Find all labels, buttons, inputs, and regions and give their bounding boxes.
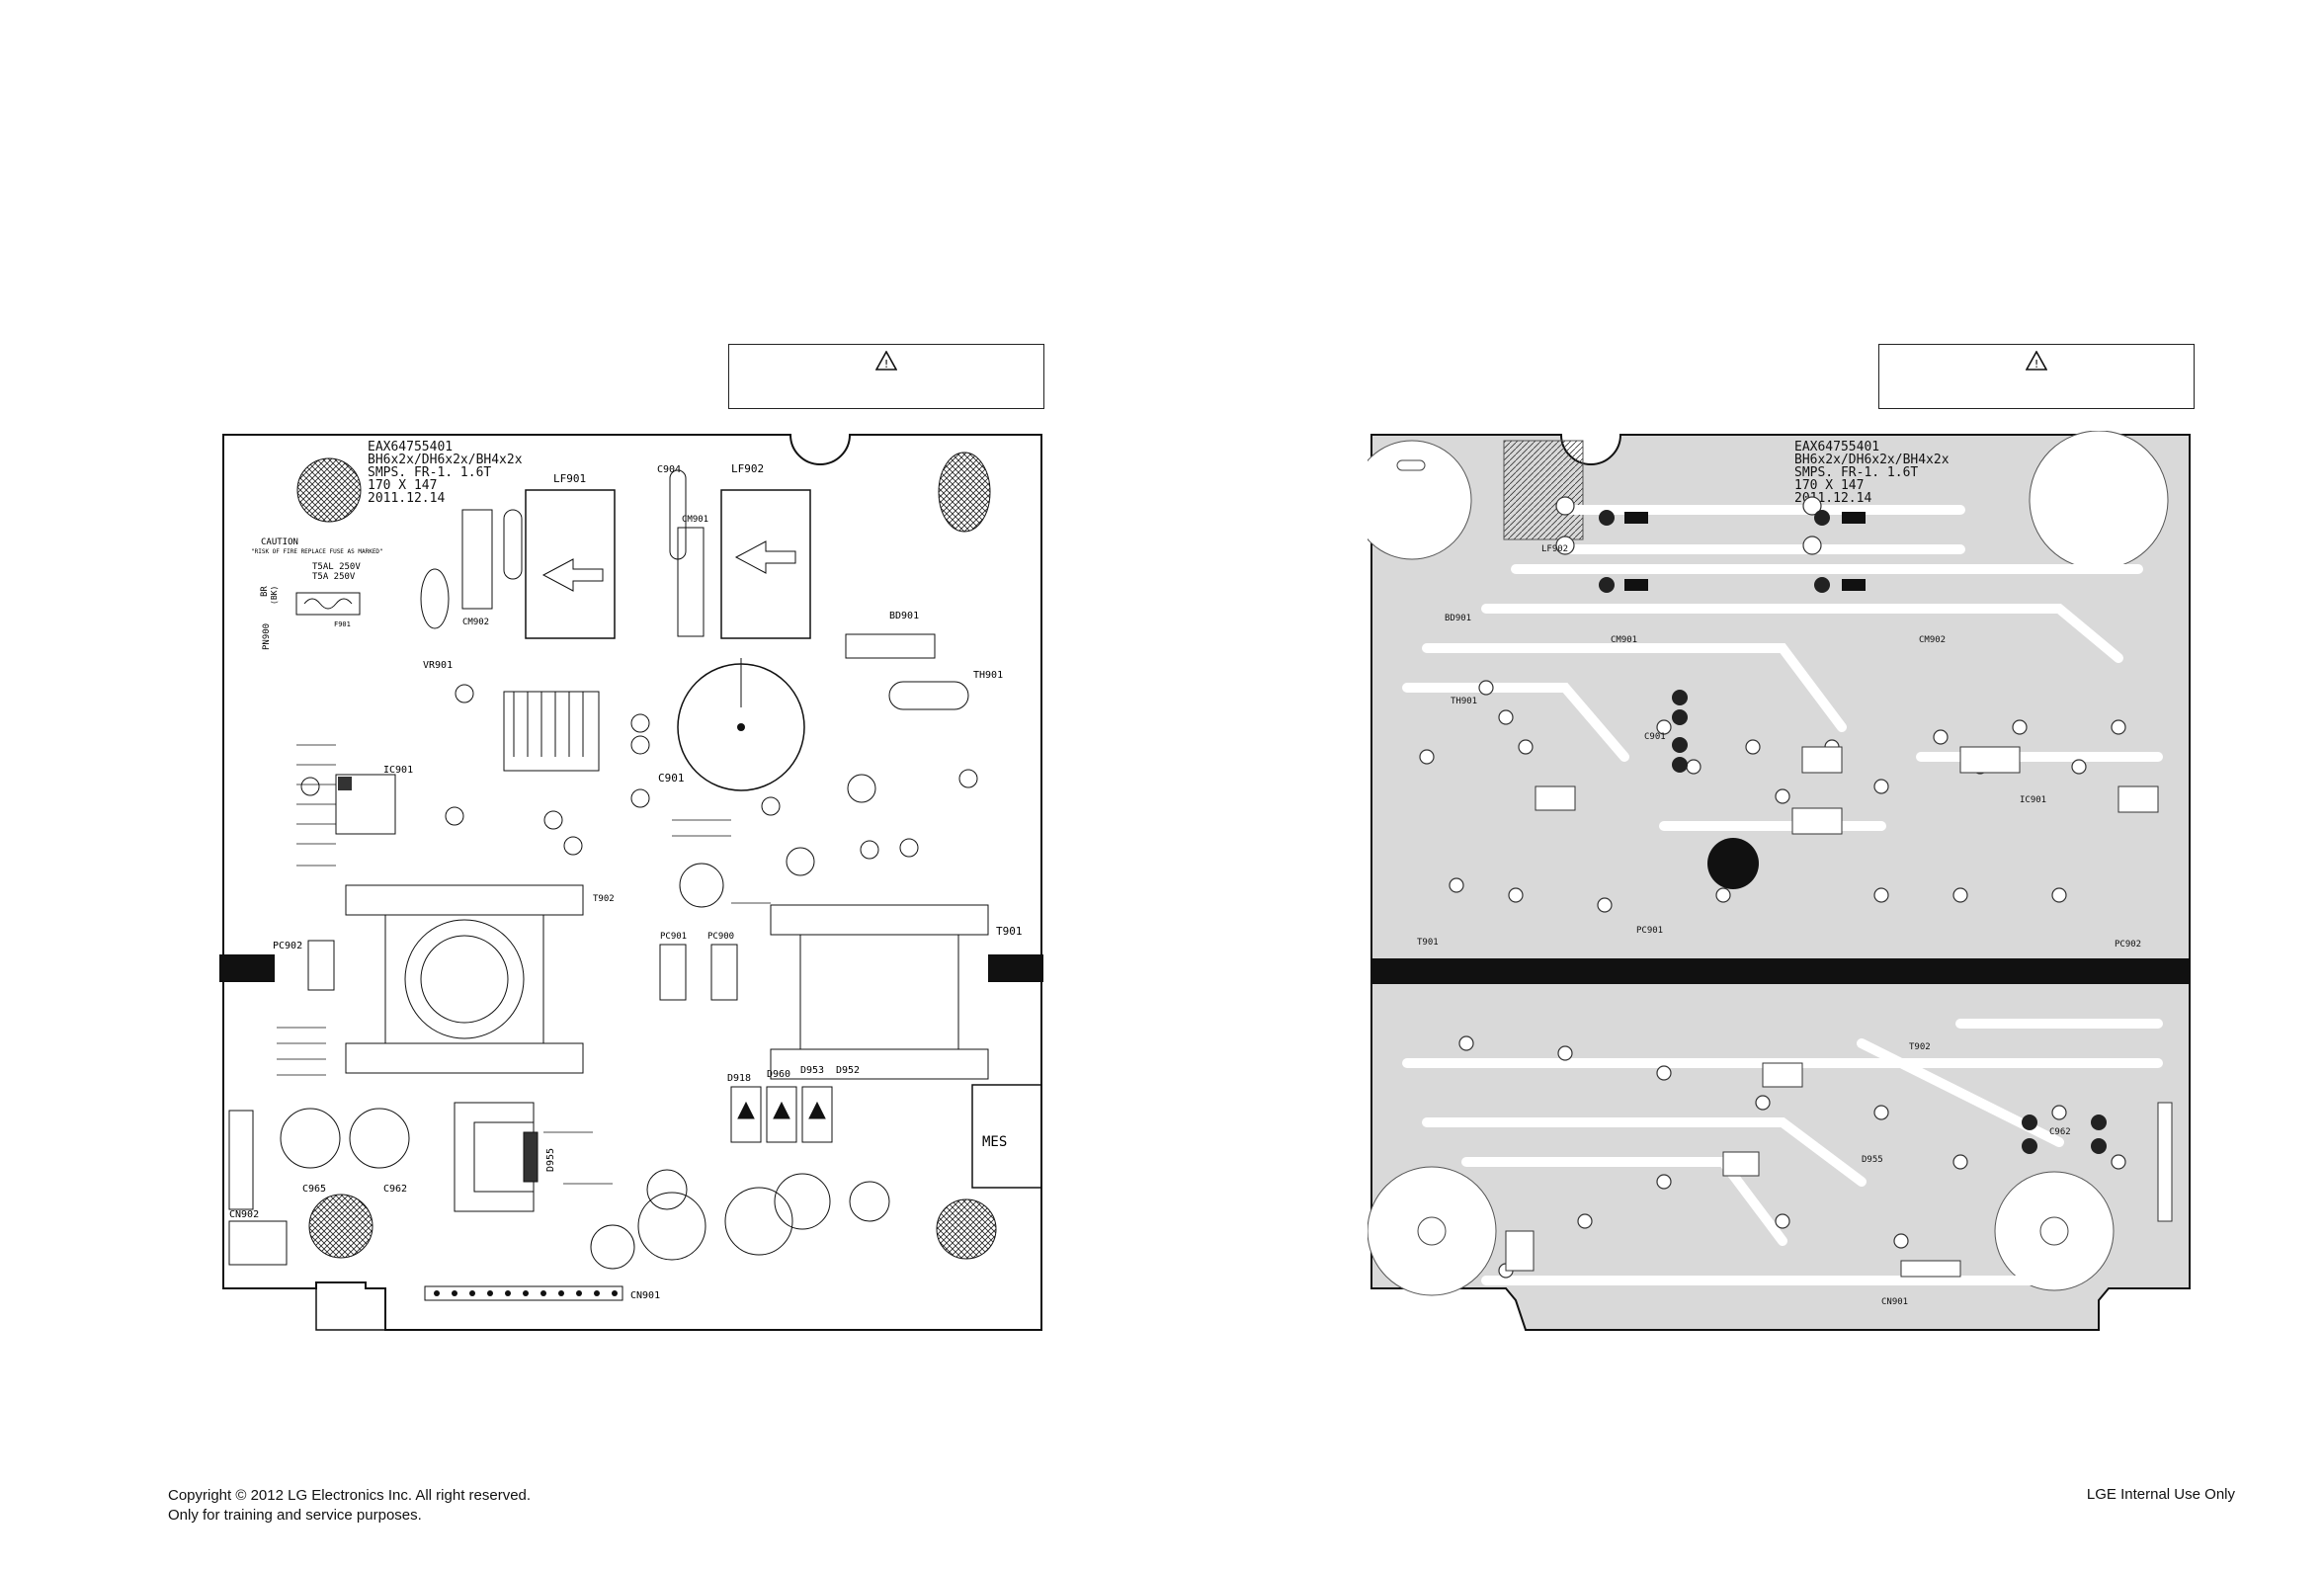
svg-text:CN901: CN901 <box>1881 1297 1908 1307</box>
cn901 <box>424 1285 623 1301</box>
svg-text:C962: C962 <box>383 1184 407 1195</box>
black-bar <box>1371 958 2190 984</box>
svg-text:C901: C901 <box>1644 732 1666 742</box>
fuse-rating: T5AL 250V <box>312 562 361 572</box>
svg-text:LF902: LF902 <box>1541 544 1568 554</box>
black-bar <box>219 954 275 982</box>
footer-copyright: Copyright © 2012 LG Electronics Inc. All… <box>168 1486 531 1526</box>
cn902 <box>228 1110 254 1210</box>
svg-text:BD901: BD901 <box>889 611 919 621</box>
fuse-rating: T5A 250V <box>312 572 356 582</box>
board-header-line: BH6x2x/DH6x2x/BH4x2x <box>368 453 523 467</box>
board-header-line: 2011.12.14 <box>368 491 445 506</box>
mounting-hole <box>296 457 362 523</box>
footer-internal: LGE Internal Use Only <box>2086 1486 2235 1503</box>
svg-text:TH901: TH901 <box>973 670 1003 681</box>
board-header-line: 170 X 147 <box>1794 478 1864 493</box>
pcb-solder-side: EAX64755401 BH6x2x/DH6x2x/BH4x2x SMPS. F… <box>1368 431 2191 1331</box>
svg-text:C904: C904 <box>657 464 681 475</box>
svg-text:CM901: CM901 <box>682 515 708 525</box>
svg-text:C901: C901 <box>658 772 685 784</box>
svg-text:T901: T901 <box>996 925 1023 938</box>
svg-text:CN902: CN902 <box>229 1209 259 1220</box>
svg-text:(BK): (BK) <box>270 586 279 605</box>
svg-text:PC902: PC902 <box>273 941 302 951</box>
svg-text:BD901: BD901 <box>1445 614 1471 623</box>
mes-label: MES <box>982 1134 1007 1150</box>
svg-text:IC901: IC901 <box>2020 795 2046 805</box>
svg-text:F901: F901 <box>334 620 351 628</box>
svg-text:D960: D960 <box>767 1069 790 1080</box>
svg-text:C962: C962 <box>2049 1127 2071 1137</box>
svg-text:C965: C965 <box>302 1184 326 1195</box>
svg-text:CM902: CM902 <box>1919 635 1946 645</box>
svg-text:D955: D955 <box>1862 1155 1883 1165</box>
svg-text:CM902: CM902 <box>462 618 489 627</box>
lf902 <box>720 489 811 639</box>
svg-text:PC900: PC900 <box>707 932 734 942</box>
svg-text:D953: D953 <box>800 1065 824 1076</box>
svg-text:TH901: TH901 <box>1451 697 1477 706</box>
caution-title: CAUTION <box>261 537 298 547</box>
caution-box-right: ! <box>1878 344 2195 409</box>
warning-icon: ! <box>875 351 897 371</box>
pcb-component-side: EAX64755401 BH6x2x/DH6x2x/BH4x2x SMPS. F… <box>219 434 1043 1331</box>
mes-box <box>971 1084 1042 1189</box>
svg-text:T902: T902 <box>593 894 615 904</box>
svg-text:!: ! <box>2034 358 2040 371</box>
svg-text:VR901: VR901 <box>423 660 453 671</box>
mounting-hole <box>936 1198 997 1260</box>
svg-text:PC901: PC901 <box>660 932 687 942</box>
mounting-hole <box>938 452 991 533</box>
lf901 <box>525 489 616 639</box>
svg-text:CN901: CN901 <box>630 1290 660 1301</box>
caution-text: "RISK OF FIRE REPLACE FUSE AS MARKED" <box>251 548 383 555</box>
svg-text:T901: T901 <box>1417 938 1439 948</box>
svg-text:PC902: PC902 <box>2115 940 2141 950</box>
board-header-line: EAX64755401 <box>1794 440 1879 454</box>
svg-text:PC901: PC901 <box>1636 926 1663 936</box>
svg-text:LF902: LF902 <box>731 462 764 475</box>
board-header-line: SMPS. FR-1. 1.6T <box>368 465 491 480</box>
svg-text:D918: D918 <box>727 1073 751 1084</box>
caution-box-left: ! <box>728 344 1044 409</box>
svg-text:PN900: PN900 <box>262 623 272 650</box>
svg-text:LF901: LF901 <box>553 472 586 485</box>
mounting-hole <box>308 1194 374 1259</box>
svg-text:T902: T902 <box>1909 1042 1931 1052</box>
board-header-line: BH6x2x/DH6x2x/BH4x2x <box>1794 453 1950 467</box>
purpose-text: Only for training and service purposes. <box>168 1507 422 1524</box>
board-header-line: EAX64755401 <box>368 440 453 454</box>
board-header-line: 170 X 147 <box>368 478 437 493</box>
svg-text:CM901: CM901 <box>1611 635 1637 645</box>
warning-icon: ! <box>2026 351 2047 371</box>
svg-text:D955: D955 <box>545 1148 556 1172</box>
copyright-text: Copyright © 2012 LG Electronics Inc. All… <box>168 1487 532 1504</box>
heatsink <box>503 691 600 772</box>
bd901 <box>845 633 936 659</box>
svg-text:!: ! <box>883 358 890 371</box>
svg-text:D952: D952 <box>836 1065 860 1076</box>
black-bar <box>988 954 1043 982</box>
svg-text:BR: BR <box>260 586 270 597</box>
board-header-line: SMPS. FR-1. 1.6T <box>1794 465 1918 480</box>
fuse <box>295 592 361 616</box>
svg-text:IC901: IC901 <box>383 765 413 776</box>
